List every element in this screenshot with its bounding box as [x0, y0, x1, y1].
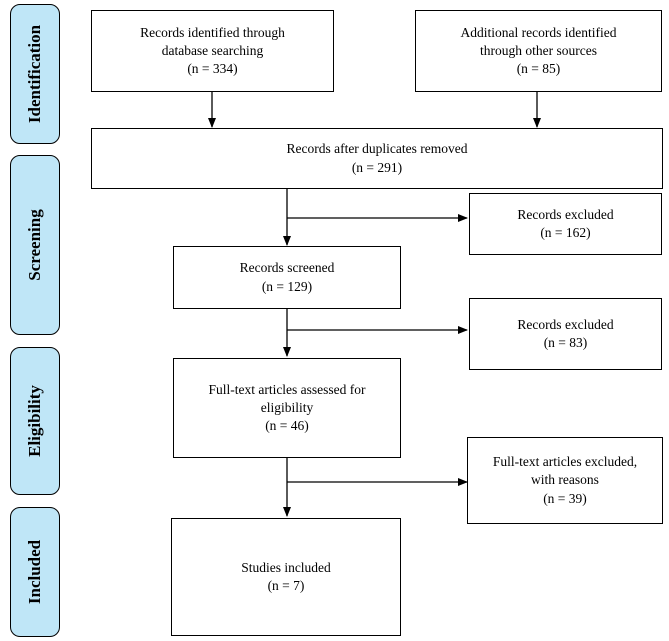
- phase-identification: Identification: [10, 4, 60, 144]
- box-other-line2: through other sources: [480, 42, 597, 58]
- box-records-excluded-1: Records excluded (n = 162): [469, 193, 662, 255]
- box-fulltext-line2: eligibility: [260, 399, 314, 415]
- box-screened-count: (n = 129): [261, 278, 313, 294]
- box-database-records: Records identified through database sear…: [91, 10, 334, 92]
- box-records-excluded-2: Records excluded (n = 83): [469, 298, 662, 370]
- box-database-count: (n = 334): [187, 61, 238, 77]
- box-fulltext-line1: Full-text articles assessed for: [208, 381, 366, 397]
- box-screened-line1: Records screened: [239, 260, 335, 276]
- phase-included: Included: [10, 507, 60, 637]
- box-other-sources: Additional records identified through ot…: [415, 10, 662, 92]
- box-records-screened: Records screened (n = 129): [173, 246, 401, 309]
- box-fulltext-excluded-line2: with reasons: [531, 472, 599, 488]
- box-duplicates-line1: Records after duplicates removed: [286, 141, 468, 157]
- box-excluded1-count: (n = 162): [540, 225, 591, 240]
- phase-screening: Screening: [10, 155, 60, 335]
- box-fulltext-excluded: Full-text articles excluded, with reason…: [467, 437, 663, 524]
- box-duplicates-count: (n = 291): [351, 159, 403, 175]
- box-database-line1: Records identified through: [140, 24, 285, 40]
- box-other-line1: Additional records identified: [460, 24, 617, 40]
- box-included-line1: Studies included: [241, 559, 331, 575]
- box-included-count: (n = 7): [267, 578, 305, 593]
- phase-eligibility: Eligibility: [10, 347, 60, 495]
- box-fulltext-assessed: Full-text articles assessed for eligibil…: [173, 358, 401, 458]
- box-fulltext-count: (n = 46): [265, 418, 309, 434]
- box-fulltext-excluded-count: (n = 39): [543, 490, 587, 506]
- box-excluded2-count: (n = 83): [543, 335, 588, 350]
- box-fulltext-excluded-line1: Full-text articles excluded,: [492, 454, 638, 470]
- box-excluded1-line1: Records excluded: [517, 206, 614, 222]
- box-studies-included: Studies included (n = 7): [171, 518, 401, 636]
- box-database-line2: database searching: [161, 42, 264, 58]
- box-duplicates-removed: Records after duplicates removed (n = 29…: [91, 128, 663, 189]
- box-excluded2-line1: Records excluded: [517, 316, 614, 332]
- box-other-count: (n = 85): [516, 61, 561, 77]
